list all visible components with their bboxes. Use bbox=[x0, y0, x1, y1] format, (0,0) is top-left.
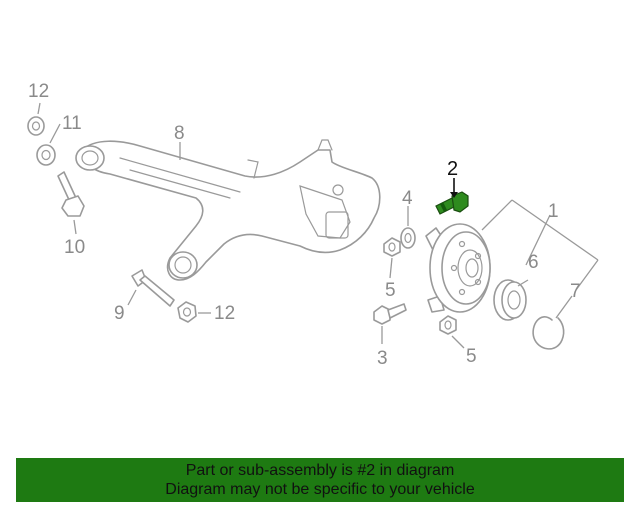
callout-11: 11 bbox=[62, 113, 82, 134]
callout-5-lower: 5 bbox=[466, 346, 477, 367]
callout-5-upper: 5 bbox=[385, 280, 396, 301]
snap-ring-7[interactable] bbox=[532, 316, 565, 350]
bearing-6[interactable] bbox=[493, 279, 527, 321]
rear-axle-beam[interactable] bbox=[75, 139, 381, 281]
banner-line-1: Part or sub-assembly is #2 in diagram bbox=[185, 462, 455, 479]
nut-5-lower[interactable] bbox=[439, 315, 457, 335]
callout-4: 4 bbox=[402, 188, 413, 209]
callout-1: 1 bbox=[548, 201, 559, 222]
callout-6: 6 bbox=[528, 252, 539, 273]
washer-4[interactable] bbox=[400, 227, 416, 249]
callout-3: 3 bbox=[377, 348, 388, 369]
callout-8: 8 bbox=[174, 123, 185, 144]
callout-10: 10 bbox=[64, 237, 85, 258]
bolt-3[interactable] bbox=[373, 303, 407, 325]
callout-12-lower: 12 bbox=[214, 303, 235, 324]
callout-labels: 12 11 10 9 12 8 4 5 3 5 1 6 7 2 bbox=[28, 81, 581, 369]
info-banner: Part or sub-assembly is #2 in diagram Di… bbox=[16, 458, 624, 502]
leader-lines bbox=[37, 102, 599, 349]
callout-7: 7 bbox=[570, 281, 581, 302]
nut-12-upper[interactable] bbox=[27, 116, 45, 136]
banner-line-2: Diagram may not be specific to your vehi… bbox=[165, 481, 475, 498]
callout-9: 9 bbox=[114, 303, 125, 324]
wheel-bolt-2-highlighted[interactable] bbox=[435, 191, 469, 215]
callout-2-highlighted: 2 bbox=[447, 158, 458, 180]
callout-12-upper: 12 bbox=[28, 81, 49, 102]
bolt-9[interactable] bbox=[131, 269, 175, 307]
washer-11[interactable] bbox=[36, 144, 56, 166]
nut-5-upper[interactable] bbox=[383, 237, 401, 257]
nut-12-lower[interactable] bbox=[177, 301, 197, 323]
bolt-10[interactable] bbox=[57, 171, 85, 217]
wheel-hub-1[interactable] bbox=[425, 223, 491, 313]
